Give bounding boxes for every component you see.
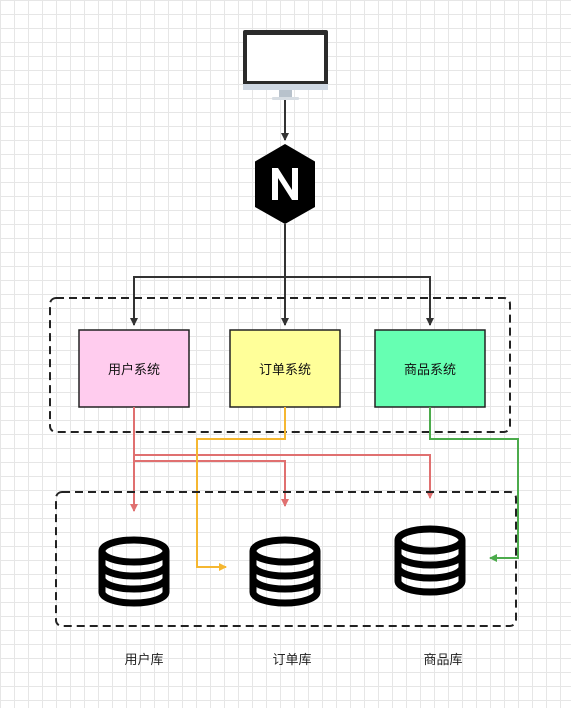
gateway-to-systems-arrows	[130, 224, 434, 326]
db-product-label: 商品库	[423, 652, 462, 668]
system-product[interactable]: 商品系统	[374, 329, 486, 408]
systems-group	[49, 297, 511, 433]
db-user-label: 用户库	[124, 652, 163, 668]
system-product-label: 商品系统	[404, 363, 456, 378]
product-system-link	[429, 407, 519, 562]
db-order-label: 订单库	[272, 652, 311, 668]
monitor-icon	[243, 30, 328, 100]
system-order-box	[229, 329, 341, 408]
order-system-link	[196, 407, 286, 571]
database-icon-user	[98, 536, 170, 607]
system-product-box	[374, 329, 486, 408]
nginx-icon	[255, 144, 315, 224]
database-icon-order	[249, 536, 321, 607]
system-order[interactable]: 订单系统	[229, 329, 341, 408]
system-order-label: 订单系统	[259, 363, 311, 378]
system-user-label: 用户系统	[108, 362, 160, 378]
databases-group	[55, 491, 517, 627]
system-user[interactable]: 用户系统	[78, 329, 190, 408]
database-icon-product	[394, 525, 466, 596]
user-system-links	[130, 407, 434, 512]
